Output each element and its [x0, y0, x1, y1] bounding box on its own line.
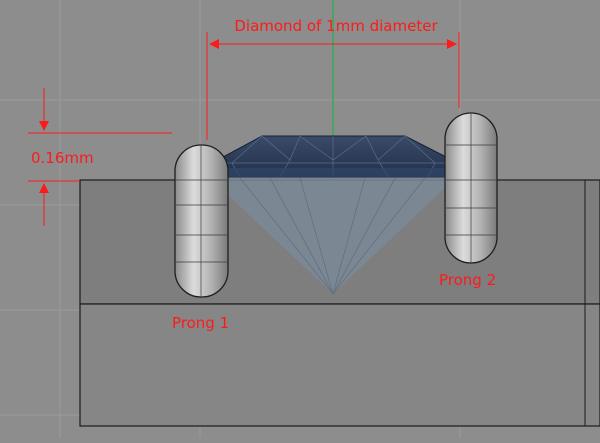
height-dimension [28, 88, 172, 226]
diamond-crown-facets [212, 135, 458, 178]
prong-1-label: Prong 1 [172, 314, 229, 332]
height-label: 0.16mm [31, 149, 94, 167]
diamond[interactable] [210, 135, 459, 295]
diamond-pavilion-facets [239, 177, 426, 295]
diamond-pavilion [210, 178, 455, 294]
diameter-label: Diamond of 1mm diameter [234, 17, 438, 35]
prong-2-label: Prong 2 [439, 271, 496, 289]
prong-2[interactable] [444, 112, 498, 264]
diameter-dimension [206, 32, 460, 140]
prong-1[interactable] [174, 144, 229, 298]
